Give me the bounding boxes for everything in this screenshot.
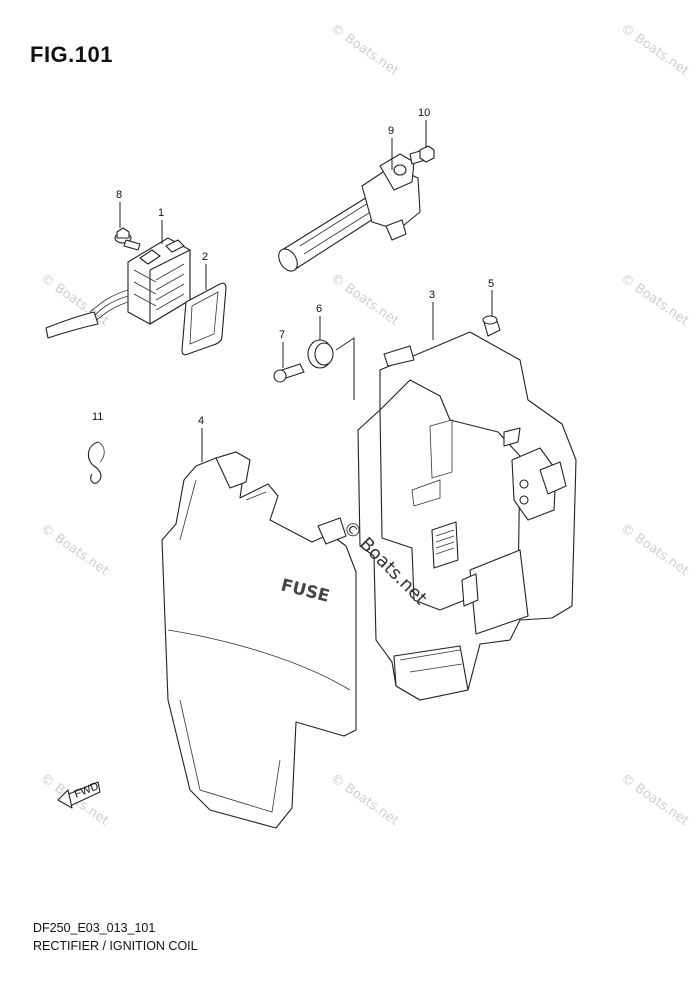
watermark: © Boats.net bbox=[328, 21, 402, 79]
callout-2: 2 bbox=[202, 251, 208, 263]
watermark: © Boats.net bbox=[618, 21, 692, 79]
watermark: © Boats.net bbox=[328, 771, 402, 829]
watermark: © Boats.net bbox=[328, 271, 402, 329]
callout-7: 7 bbox=[279, 329, 285, 341]
leader-lines bbox=[119, 120, 493, 462]
fuse-cover-part: FUSE bbox=[161, 451, 357, 829]
callout-11: 11 bbox=[92, 411, 103, 423]
screw-8-part bbox=[114, 227, 141, 251]
callout-9: 9 bbox=[388, 125, 394, 137]
bushing-6-part bbox=[307, 339, 334, 369]
callout-8: 8 bbox=[116, 189, 122, 201]
clip-11-part bbox=[87, 441, 105, 484]
grommet-5-part bbox=[482, 315, 501, 337]
watermark: © Boats.net bbox=[618, 521, 692, 579]
fuse-bracket-part bbox=[357, 331, 577, 701]
watermark: © Boats.net bbox=[618, 271, 692, 329]
diagram-name-caption: RECTIFIER / IGNITION COIL bbox=[33, 939, 198, 953]
callout-3: 3 bbox=[429, 289, 435, 301]
callout-10: 10 bbox=[418, 107, 430, 119]
callout-4: 4 bbox=[198, 415, 204, 427]
callout-labels: 1 2 3 4 5 6 7 8 9 10 11 bbox=[92, 107, 494, 427]
watermark: © Boats.net bbox=[618, 771, 692, 829]
ignition-coil-part bbox=[278, 153, 421, 272]
figure-title: FIG.101 bbox=[30, 42, 113, 67]
diagram-code-caption: DF250_E03_013_101 bbox=[33, 921, 156, 935]
callout-1: 1 bbox=[158, 207, 164, 219]
bolt-7-part bbox=[273, 363, 305, 383]
watermark: © Boats.net bbox=[38, 521, 112, 579]
gasket-part bbox=[181, 282, 227, 356]
bolt-10-part bbox=[409, 145, 435, 165]
callout-6: 6 bbox=[316, 303, 322, 315]
callout-5: 5 bbox=[488, 278, 494, 290]
